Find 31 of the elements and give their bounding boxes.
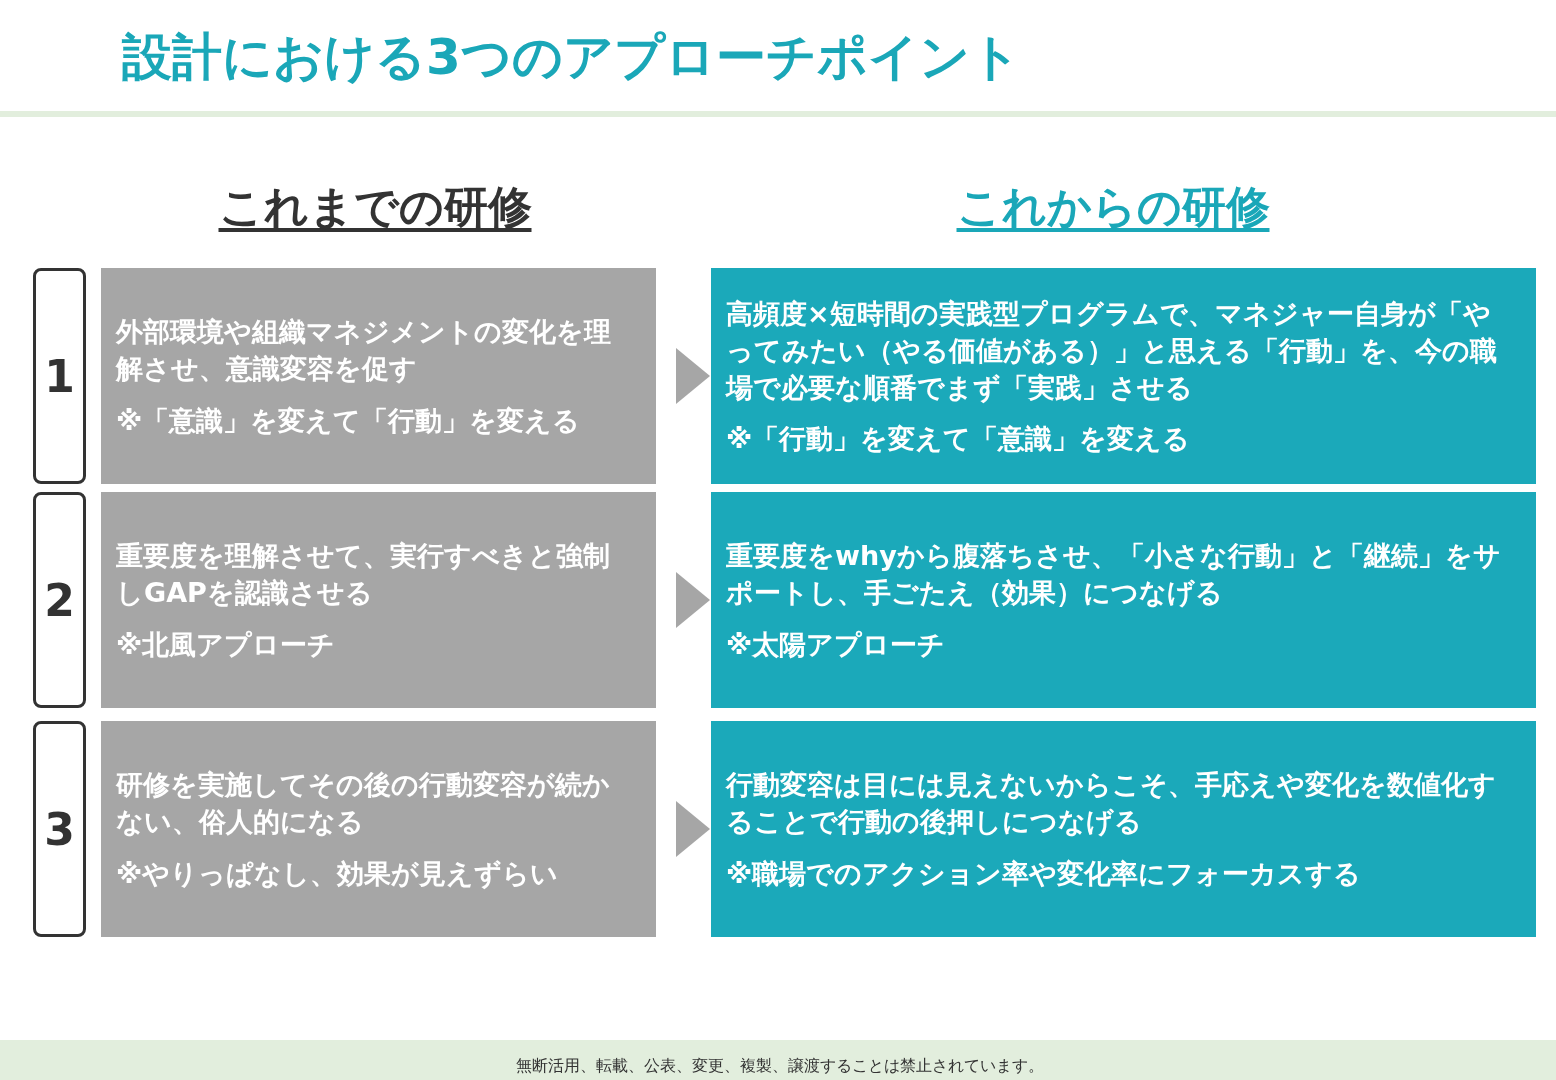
row-number: 3: [44, 803, 75, 855]
description-text: 重要度をwhyから腹落ちさせ、「小さな行動」と「継続」をサポートし、手ごたえ（効果）につなげる: [726, 539, 1502, 611]
description-text: 研修を実施してその後の行動変容が続かない、俗人的になる: [116, 768, 611, 840]
description-text: 行動変容は目には見えないからこそ、手応えや変化を数値化することで行動の後押しにつなげる: [726, 768, 1497, 840]
note-text: ※やりっぱなし、効果が見えずらい: [116, 856, 560, 891]
arrow: [675, 572, 711, 628]
page-title: 設計における3つのアプローチポイント: [122, 27, 1021, 88]
arrow: [675, 348, 711, 404]
description-text: 重要度を理解させて、実行すべきと強制しGAPを認識させる: [116, 539, 611, 611]
copyright-notice: 無断活用、転載、公表、変更、複製、譲渡することは禁止されています。: [516, 1056, 1044, 1077]
number-box: [33, 268, 86, 484]
new-approach-box: [711, 492, 1536, 708]
note-text: ※「意識」を変えて「行動」を変える: [116, 403, 582, 438]
row-number: 1: [44, 350, 75, 402]
new-approach-box: [711, 721, 1536, 937]
current-approach-box: [101, 492, 656, 708]
note-text: ※「行動」を変えて「意識」を変える: [726, 422, 1192, 457]
current-approach-box: [101, 721, 656, 937]
column-heading: これまでの研修: [218, 180, 532, 234]
note-text: ※太陽アプローチ: [726, 627, 947, 662]
row-number: 2: [44, 574, 75, 626]
note-text: ※北風アプローチ: [116, 627, 337, 662]
column-heading: これからの研修: [956, 180, 1270, 234]
new-approach-box: [711, 268, 1536, 484]
arrow: [675, 801, 711, 857]
number-box: [33, 721, 86, 937]
number-box: [33, 492, 86, 708]
note-text: ※職場でのアクション率や変化率にフォーカスする: [726, 856, 1363, 891]
current-approach-box: [101, 268, 656, 484]
description-text: 高頻度×短時間の実践型プログラムで、マネジャー自身が「やってみたい（やる価値がある）」と思える「行動」を、今の職場で必要な順番でまず「実践」させる: [726, 296, 1498, 405]
description-text: 外部環境や組織マネジメントの変化を理解させ、意識変容を促す: [116, 315, 612, 387]
